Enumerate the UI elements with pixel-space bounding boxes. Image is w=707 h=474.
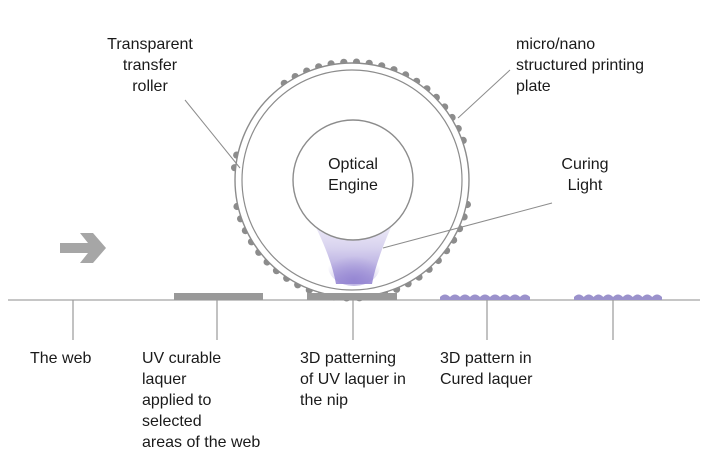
cured-laquer-patch-2 (574, 294, 662, 300)
label-patterning: 3D patterning of UV laquer in the nip (300, 350, 406, 409)
label-printing-plate: micro/nano structured printing plate (516, 36, 645, 95)
label-uv-laquer: UV curable laquer applied to selected ar… (142, 350, 261, 451)
optical-engine (292, 119, 414, 241)
leader-curing-light (382, 202, 553, 249)
web-direction-arrow-icon (60, 233, 106, 263)
uv-laquer-patch (174, 293, 263, 300)
label-optical-engine: Optical Engine (328, 156, 378, 194)
leader-printing-plate (457, 69, 511, 119)
curing-light-glow (328, 246, 380, 286)
label-the-web: The web (30, 350, 92, 367)
cured-laquer-patch (440, 294, 530, 300)
label-cured: 3D pattern in Cured laquer (440, 350, 533, 388)
nip-laquer-patch (307, 293, 397, 300)
leader-transfer-roller (184, 99, 241, 169)
label-curing-light: Curing Light (561, 156, 609, 194)
transfer-roller-inner (241, 69, 463, 291)
label-transfer-roller: Transparent transfer roller (107, 36, 193, 95)
